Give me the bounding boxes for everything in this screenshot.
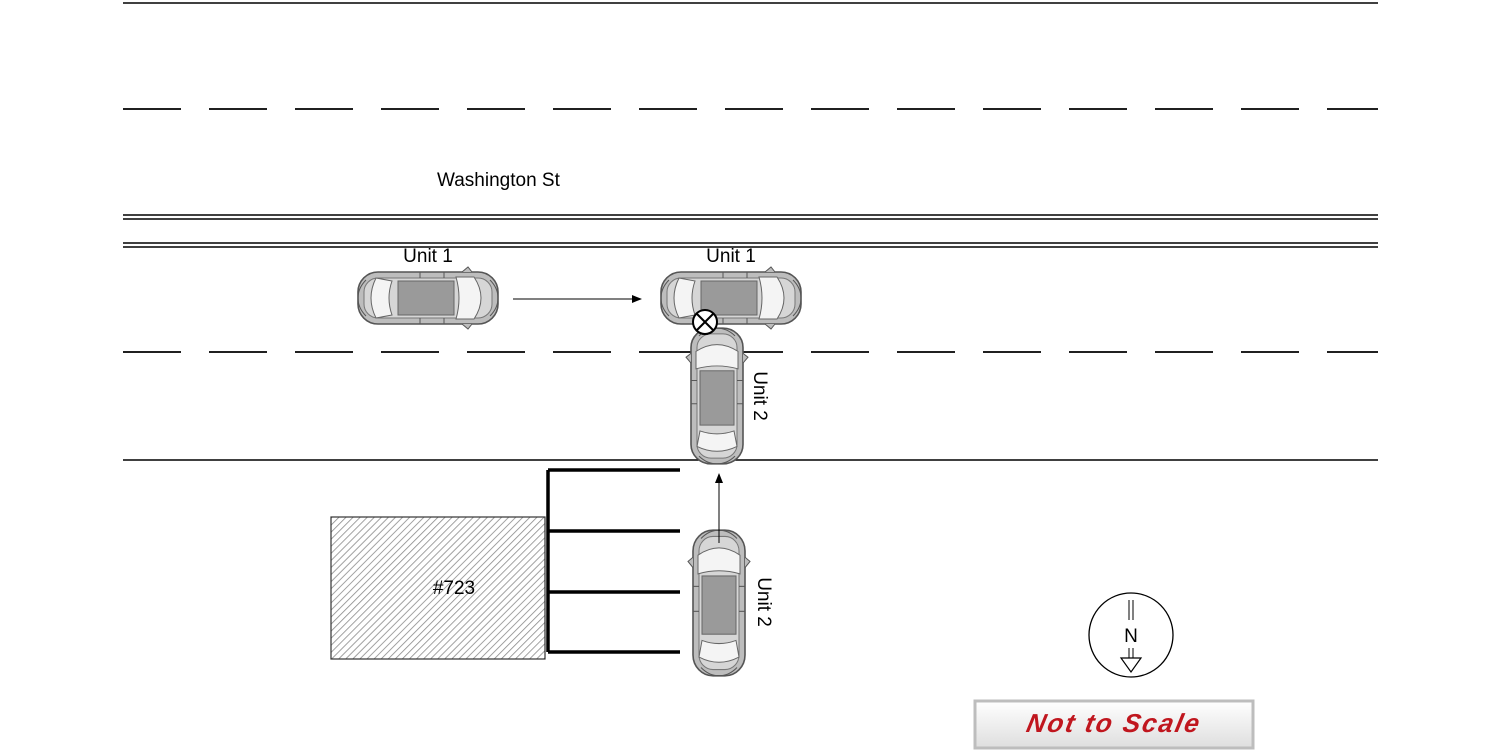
unit2-before-label: Unit 2	[753, 577, 774, 627]
unit2-impact-label: Unit 2	[749, 371, 770, 421]
compass-arrow-icon	[1119, 657, 1143, 674]
compass-ring	[1088, 592, 1174, 678]
point-of-impact-icon	[692, 309, 718, 335]
road	[123, 2, 1378, 461]
unit1-impact-car	[660, 266, 802, 330]
not-to-scale-text: Not to Scale	[1024, 708, 1205, 738]
unit1-impact-label: Unit 1	[706, 246, 756, 267]
unit2-before-car	[687, 529, 751, 677]
street-name-label: Washington St	[437, 170, 561, 191]
parking-lot	[546, 468, 680, 654]
compass: N	[1088, 592, 1174, 678]
building-label: #723	[433, 578, 475, 599]
not-to-scale-badge: Not to Scale	[973, 699, 1255, 750]
unit1-before-car	[357, 266, 499, 330]
building-723	[330, 516, 546, 660]
unit1-before-label: Unit 1	[403, 246, 453, 267]
unit2-impact-car	[685, 327, 749, 465]
compass-letter: N	[1124, 626, 1138, 647]
